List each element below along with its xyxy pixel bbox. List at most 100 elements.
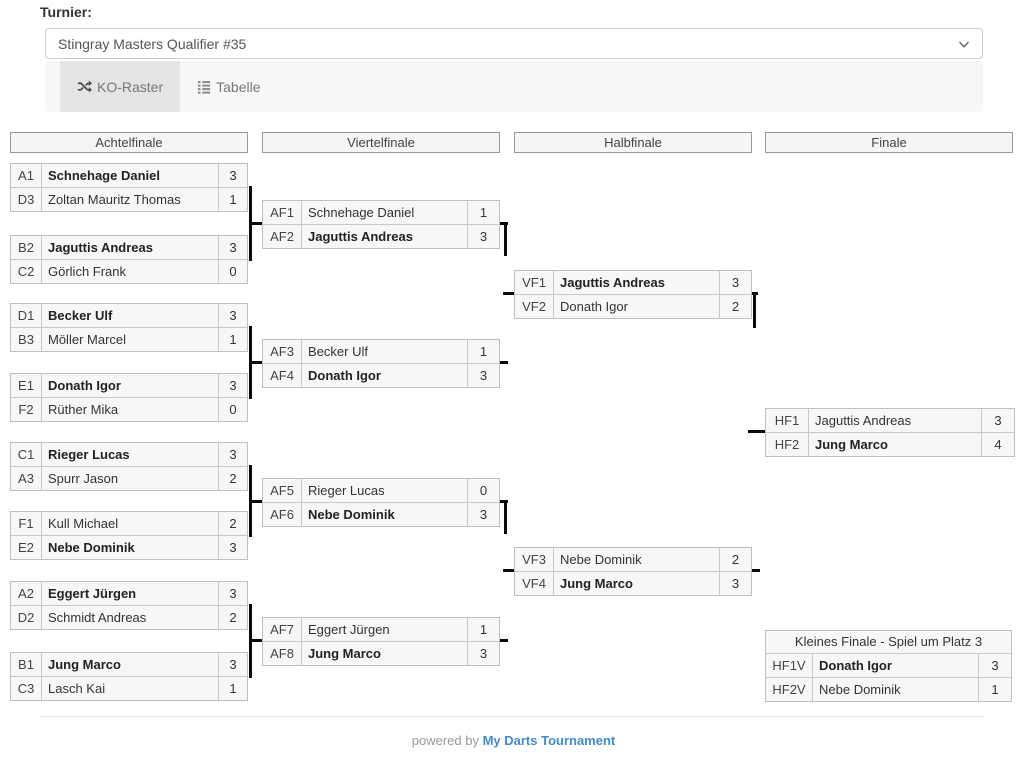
- score: 0: [467, 479, 499, 502]
- view-tabbar: KO-Raster Tabelle: [45, 61, 983, 112]
- player-name: Donath Igor: [819, 658, 892, 673]
- score: 4: [981, 433, 1014, 456]
- player-name: Spurr Jason: [48, 471, 119, 486]
- match-code: HF2: [766, 433, 809, 456]
- player-name: Zoltan Mauritz Thomas: [48, 192, 181, 207]
- match-code: AF5: [263, 479, 302, 502]
- footer-divider: [40, 716, 985, 717]
- bracket-connector: [249, 639, 262, 642]
- match-code: D1: [11, 304, 42, 327]
- match-code: E1: [11, 374, 42, 397]
- score: 3: [978, 654, 1011, 677]
- player-name: Jung Marco: [308, 646, 381, 661]
- footer: powered by My Darts Tournament: [0, 733, 1027, 748]
- score: 3: [467, 642, 499, 665]
- round-header-halbfinale: Halbfinale: [514, 132, 752, 153]
- player-name: Nebe Dominik: [308, 507, 395, 522]
- match-code: VF2: [515, 295, 554, 318]
- player-name: Jaguttis Andreas: [308, 229, 413, 244]
- score: 0: [218, 398, 247, 421]
- tournament-label: Turnier:: [40, 4, 92, 20]
- score: 3: [218, 304, 247, 327]
- match-code: AF3: [263, 340, 302, 363]
- match-code: AF8: [263, 642, 302, 665]
- player-name: Rieger Lucas: [48, 447, 130, 462]
- score: 3: [218, 536, 247, 559]
- player-name: Rüther Mika: [48, 402, 119, 417]
- bracket-connector: [500, 361, 508, 364]
- bracket-connector: [504, 222, 507, 256]
- bracket-connector: [748, 430, 765, 433]
- match-code: C3: [11, 677, 42, 700]
- tab-label: KO-Raster: [97, 78, 164, 95]
- match-code: A2: [11, 582, 42, 605]
- match-code: C1: [11, 443, 42, 466]
- player-name: Donath Igor: [48, 378, 121, 393]
- tournament-select[interactable]: Stingray Masters Qualifier #35: [45, 28, 983, 59]
- match-code: D3: [11, 188, 42, 211]
- player-name: Jung Marco: [560, 576, 633, 591]
- match-code: AF7: [263, 618, 302, 641]
- tab-tabelle[interactable]: Tabelle: [180, 61, 277, 112]
- list-icon: [197, 80, 211, 94]
- match-code: E2: [11, 536, 42, 559]
- player-row: AF8 Jung Marco 3: [263, 641, 499, 665]
- score: 0: [218, 260, 247, 283]
- bracket-connector: [500, 639, 508, 642]
- score: 2: [719, 295, 751, 318]
- match-code: A3: [11, 467, 42, 490]
- player-name: Donath Igor: [308, 368, 381, 383]
- bracket-connector: [249, 500, 262, 503]
- match-code: HF2V: [766, 678, 813, 701]
- match-code: B3: [11, 328, 42, 351]
- score: 1: [978, 678, 1011, 701]
- score: 1: [218, 677, 247, 700]
- player-name: Möller Marcel: [48, 332, 127, 347]
- powered-by-link[interactable]: My Darts Tournament: [482, 733, 616, 748]
- bracket-connector: [503, 292, 514, 295]
- player-name: Eggert Jürgen: [48, 586, 137, 601]
- player-name: Nebe Dominik: [560, 552, 642, 567]
- score: 1: [218, 328, 247, 351]
- player-name: Becker Ulf: [48, 308, 113, 323]
- bracket-connector: [504, 500, 507, 534]
- match-code: A1: [11, 164, 42, 187]
- match-code: AF4: [263, 364, 302, 387]
- tab-ko-raster[interactable]: KO-Raster: [60, 61, 181, 112]
- player-name: Schmidt Andreas: [48, 610, 147, 625]
- bracket-connector: [752, 569, 760, 572]
- score: 3: [467, 503, 499, 526]
- player-name: Schnehage Daniel: [48, 168, 160, 183]
- player-name: Kull Michael: [48, 516, 119, 531]
- match-code: D2: [11, 606, 42, 629]
